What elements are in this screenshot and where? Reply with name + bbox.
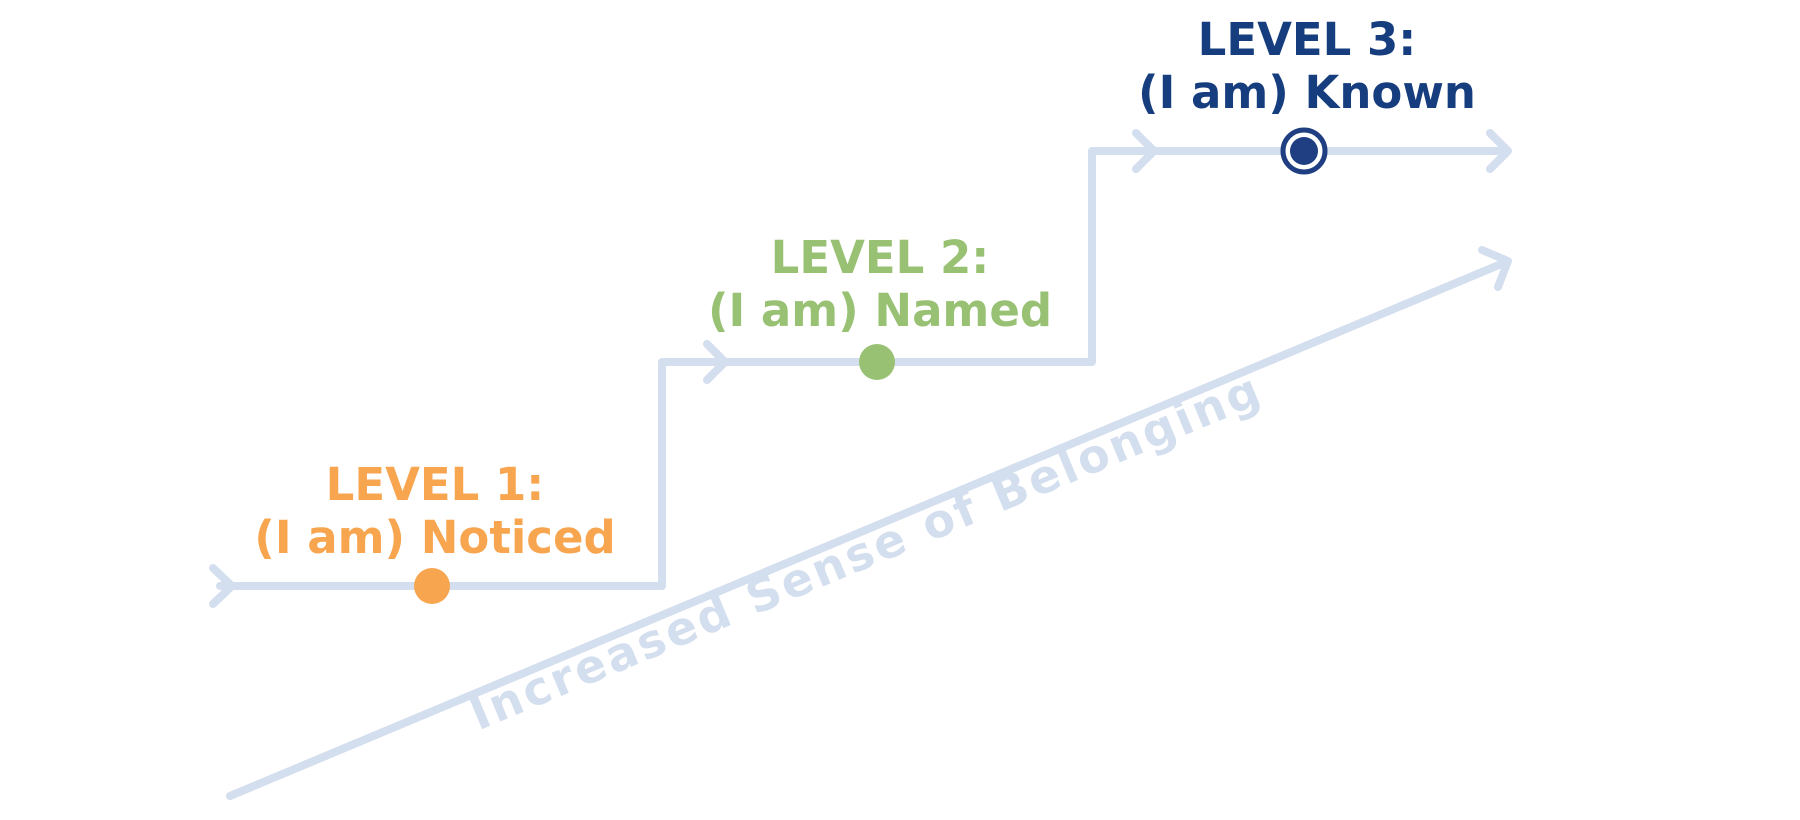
level1-caption: (I am) Noticed xyxy=(254,511,615,564)
start-chevron-icon xyxy=(209,564,236,608)
level2-chevron-icon xyxy=(703,340,729,384)
level3-marker-icon xyxy=(1280,127,1328,175)
level2-label: LEVEL 2: xyxy=(771,231,990,284)
level3-label: LEVEL 3: xyxy=(1198,13,1417,66)
belonging-arrow-line xyxy=(226,258,1510,800)
belonging-arrow-head-icon xyxy=(1478,246,1512,291)
level1-marker-icon xyxy=(414,568,450,604)
level3-chevron-icon xyxy=(1132,129,1158,173)
level3-caption: (I am) Known xyxy=(1138,66,1476,119)
level1-label: LEVEL 1: xyxy=(326,458,545,511)
end-arrow-icon xyxy=(1486,129,1512,173)
level2-marker-icon xyxy=(859,344,895,380)
level2-caption: (I am) Named xyxy=(708,284,1052,337)
